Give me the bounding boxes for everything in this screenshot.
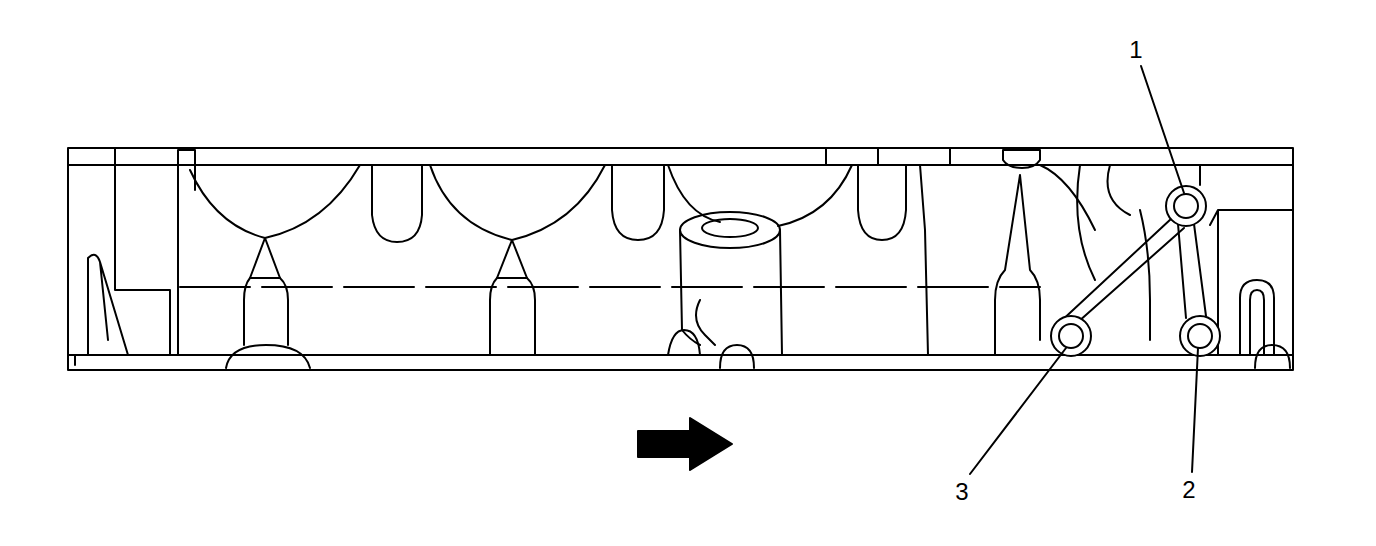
pad bbox=[826, 148, 950, 165]
bolt-boss bbox=[1180, 316, 1220, 356]
post bbox=[178, 165, 195, 355]
post bbox=[1077, 165, 1130, 280]
direction-arrow bbox=[638, 418, 732, 470]
bump bbox=[1255, 345, 1290, 368]
end-detail bbox=[74, 355, 76, 365]
bolt-hole bbox=[1174, 194, 1198, 218]
leader-line bbox=[1141, 66, 1184, 193]
callout-number: 1 bbox=[1126, 37, 1145, 63]
end-detail bbox=[88, 255, 128, 355]
bump bbox=[720, 345, 754, 368]
post bbox=[858, 165, 906, 240]
boss bbox=[702, 219, 758, 237]
post bbox=[372, 165, 422, 242]
tube bbox=[244, 278, 288, 345]
u-boss bbox=[1240, 280, 1274, 355]
pad bbox=[1003, 150, 1040, 168]
boss bbox=[680, 212, 780, 248]
tube bbox=[250, 238, 280, 278]
tube bbox=[995, 175, 1040, 355]
bottom-rail bbox=[68, 354, 1293, 356]
end-face bbox=[115, 148, 170, 355]
post bbox=[612, 165, 664, 240]
pad bbox=[178, 150, 195, 165]
brace bbox=[1140, 210, 1150, 340]
bolt-boss bbox=[1051, 316, 1091, 356]
dashed-line bbox=[180, 286, 1040, 288]
bolt-hole bbox=[1188, 324, 1212, 348]
chamber bbox=[778, 165, 852, 226]
chamber bbox=[190, 165, 360, 238]
post bbox=[920, 165, 928, 355]
callout-number: 3 bbox=[952, 479, 971, 505]
bolt-hole bbox=[1059, 324, 1083, 348]
leader-line bbox=[970, 348, 1066, 474]
bump bbox=[668, 330, 700, 355]
head-outline bbox=[68, 148, 1293, 370]
brace bbox=[1178, 224, 1206, 318]
tube bbox=[497, 240, 527, 278]
bolt-boss bbox=[1166, 186, 1206, 226]
leader-line bbox=[1192, 348, 1198, 472]
chamber bbox=[1040, 165, 1095, 230]
pad bbox=[877, 148, 879, 165]
chamber bbox=[430, 165, 605, 240]
callout-number: 2 bbox=[1179, 477, 1198, 503]
tube-base bbox=[226, 345, 310, 368]
tube bbox=[490, 278, 535, 355]
brace bbox=[1058, 218, 1184, 324]
